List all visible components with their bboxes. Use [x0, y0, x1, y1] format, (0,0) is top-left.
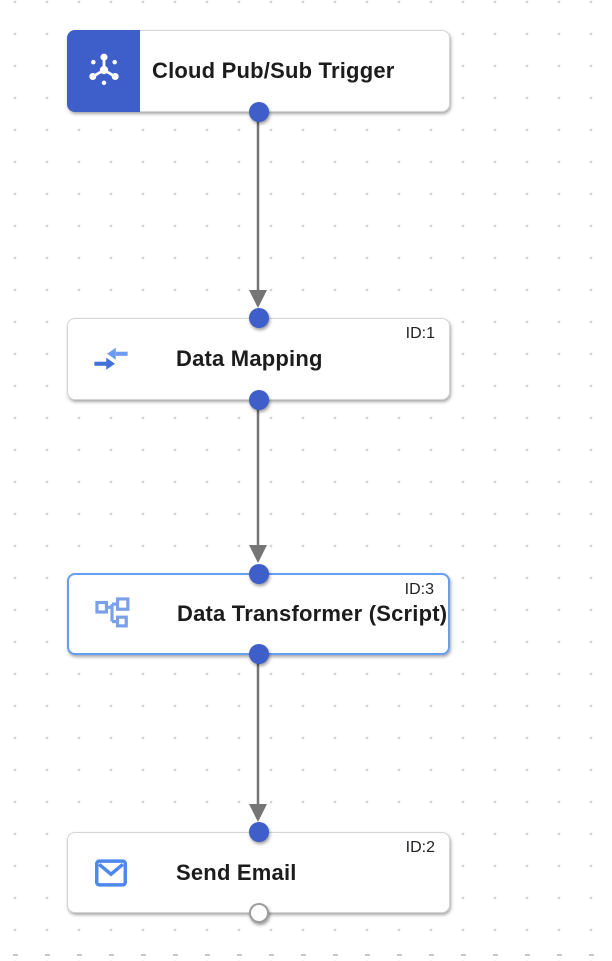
node-id-badge: ID:3	[404, 581, 434, 598]
node-label: Cloud Pub/Sub Trigger	[152, 58, 395, 83]
input-port[interactable]	[248, 822, 269, 842]
edge-transformer-to-sendemail	[249, 655, 267, 822]
output-port-open[interactable]	[248, 903, 269, 923]
input-port[interactable]	[248, 308, 269, 328]
node-cloud-pubsub-trigger[interactable]: Cloud Pub/Sub Trigger	[67, 30, 450, 122]
data-mapping-icon	[92, 340, 130, 378]
grid-bottom-dashes	[13, 954, 612, 956]
edge-datamapping-to-transformer	[249, 400, 267, 563]
edge-trigger-to-datamapping	[249, 112, 267, 308]
output-port[interactable]	[248, 644, 269, 664]
node-data-mapping[interactable]: ID:1 Data Mapping	[67, 308, 450, 410]
node-id-badge: ID:1	[405, 325, 435, 342]
pubsub-icon	[83, 48, 125, 95]
send-email-icon	[92, 854, 130, 892]
trigger-icon-block	[67, 30, 140, 112]
node-id-badge: ID:2	[405, 839, 435, 856]
node-label: Send Email	[176, 859, 297, 885]
node-send-email[interactable]: ID:2 Send Email	[67, 822, 450, 923]
node-label: Data Mapping	[176, 346, 323, 371]
node-data-transformer[interactable]: ID:3 Data Transformer (Script)	[67, 564, 450, 664]
data-transformer-icon	[93, 595, 131, 633]
output-port[interactable]	[248, 102, 269, 122]
input-port[interactable]	[248, 564, 269, 584]
output-port[interactable]	[248, 390, 269, 410]
node-label: Data Transformer (Script)	[177, 601, 448, 626]
